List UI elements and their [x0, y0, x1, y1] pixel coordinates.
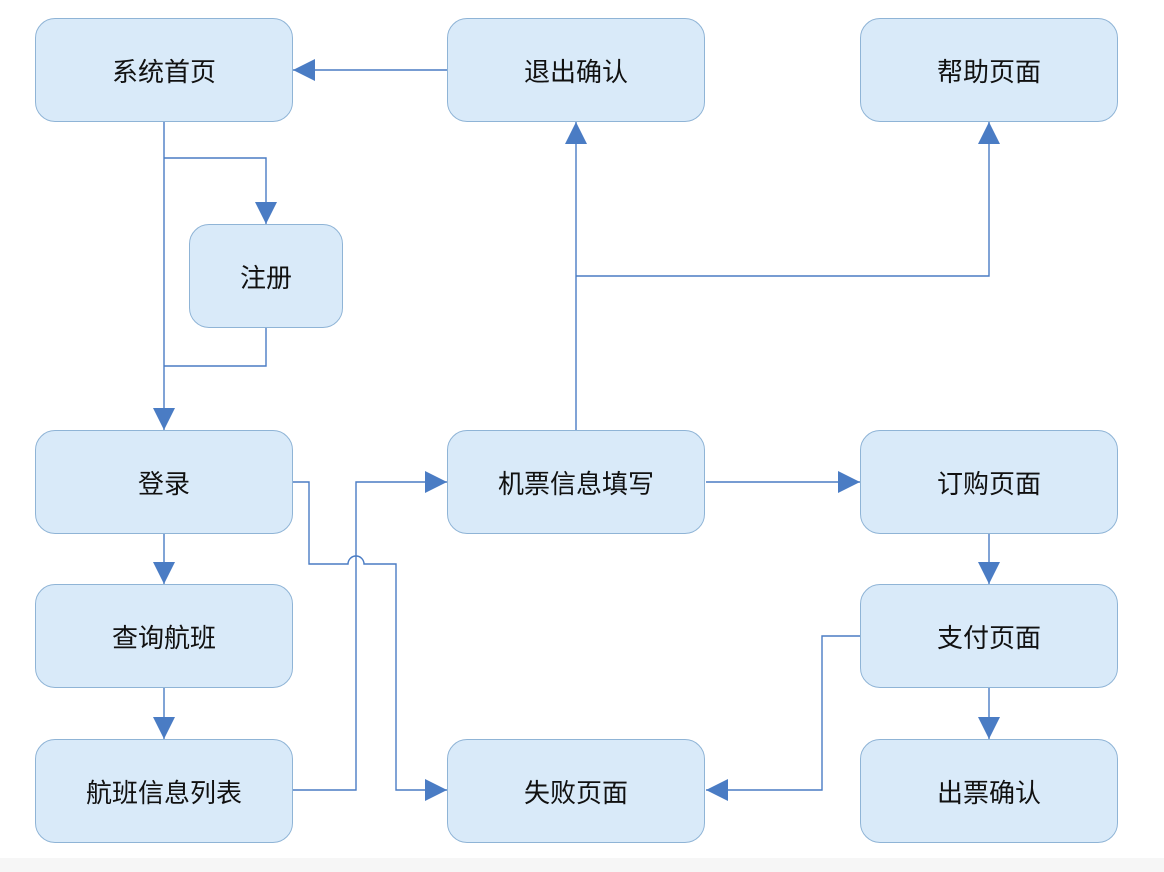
- node-register-label: 注册: [239, 263, 292, 294]
- node-login: 登录: [35, 430, 293, 534]
- node-ticket-confirm: 出票确认: [860, 739, 1118, 843]
- node-payment: 支付页面: [860, 584, 1118, 688]
- node-logout-confirm: 退出确认: [447, 18, 705, 122]
- node-order-label: 订购页面: [936, 469, 1041, 500]
- node-home: 系统首页: [35, 18, 293, 122]
- node-flight-list-label: 航班信息列表: [85, 778, 242, 809]
- node-login-label: 登录: [137, 469, 190, 500]
- node-flight-list: 航班信息列表: [35, 739, 293, 843]
- node-help: 帮助页面: [860, 18, 1118, 122]
- edge-list-to-fill: [293, 471, 447, 791]
- bottom-strip: [0, 858, 1164, 872]
- node-failure: 失败页面: [447, 739, 705, 843]
- node-flight-query: 查询航班: [35, 584, 293, 688]
- node-failure-label: 失败页面: [523, 778, 628, 809]
- edge-login-to-fail: [293, 481, 447, 801]
- node-help-label: 帮助页面: [936, 57, 1041, 88]
- node-ticket-info-fill: 机票信息填写: [447, 430, 705, 534]
- node-register: 注册: [189, 224, 343, 328]
- node-ticket-confirm-label: 出票确认: [936, 778, 1041, 809]
- node-ticket-info-fill-label: 机票信息填写: [497, 469, 654, 500]
- node-payment-label: 支付页面: [936, 623, 1041, 654]
- node-logout-confirm-label: 退出确认: [523, 57, 628, 88]
- node-flight-query-label: 查询航班: [111, 623, 216, 654]
- edge-fill-to-help: [576, 122, 1000, 277]
- node-home-label: 系统首页: [111, 57, 216, 88]
- node-order: 订购页面: [860, 430, 1118, 534]
- edge-pay-to-fail: [706, 635, 860, 801]
- edge-home-to-register: [164, 157, 277, 224]
- edge-register-to-login: [164, 328, 267, 367]
